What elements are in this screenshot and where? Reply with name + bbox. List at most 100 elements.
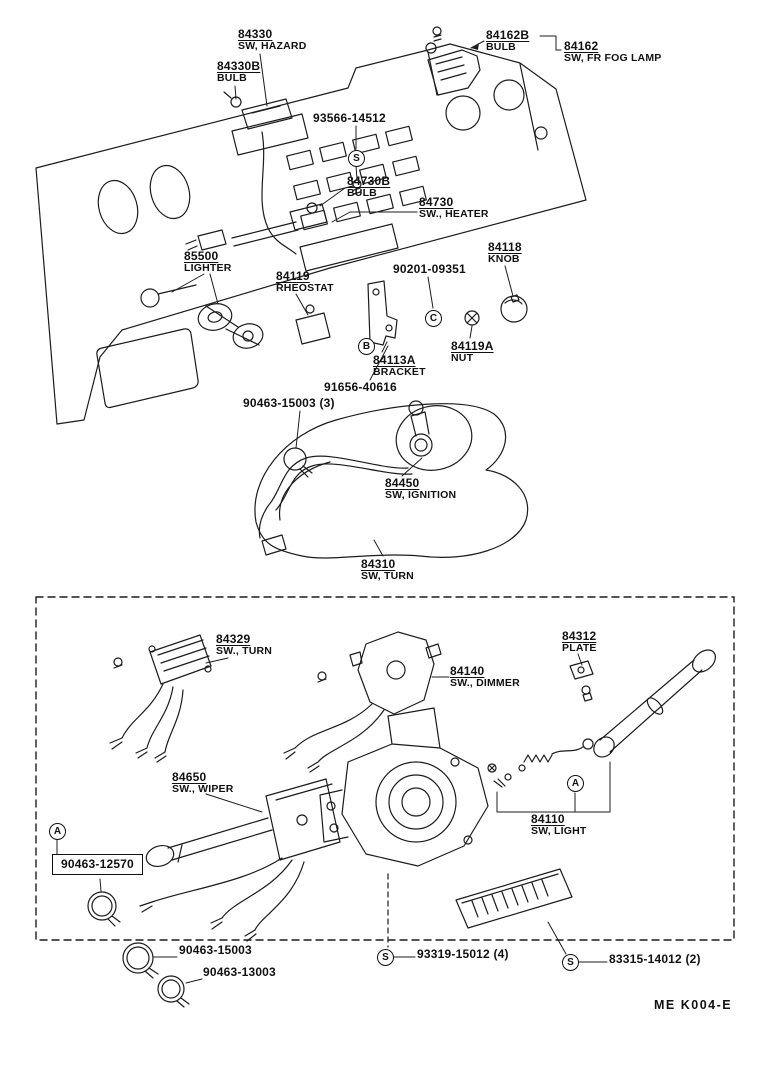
label-84329: 84329 SW., TURN: [216, 633, 272, 657]
label-85500: 85500 LIGHTER: [184, 250, 231, 274]
label-84162: 84162 SW, FR FOG LAMP: [564, 40, 662, 64]
screw-icon: [113, 657, 123, 669]
combination-switch-base-art: [319, 707, 489, 867]
part-name: SW., DIMMER: [450, 677, 520, 689]
part-name: SW, HAZARD: [238, 40, 307, 52]
wiper-switch-art: [139, 778, 341, 942]
label-84330B: 84330B BULB: [217, 60, 260, 84]
label-84140: 84140 SW., DIMMER: [450, 665, 520, 689]
connector-strip-art: [455, 868, 573, 929]
part-name: SW., WIPER: [172, 783, 234, 795]
page-code: ME K004-E: [654, 998, 733, 1012]
label-84730: 84730 SW., HEATER: [419, 196, 489, 220]
label-84162B: 84162B BULB: [486, 29, 529, 53]
part-number: 90463-15003 (3): [243, 396, 335, 410]
label-90463-13003: 90463-13003: [203, 966, 276, 979]
part-number: 83315-14012 (2): [609, 952, 701, 966]
ignition-switch-art: [408, 400, 433, 457]
part-number: 84330B: [217, 59, 261, 73]
part-name: SW, FR FOG LAMP: [564, 52, 662, 64]
part-name: KNOB: [488, 253, 520, 265]
part-number: 85500: [184, 249, 219, 263]
part-number: 84650: [172, 770, 207, 784]
label-90463-15003: 90463-15003: [179, 944, 252, 957]
marker-a-right: A: [567, 775, 584, 792]
marker-b: B: [358, 338, 375, 355]
marker-c: C: [425, 310, 442, 327]
marker-s-bottom-left: S: [377, 949, 394, 966]
part-number: 84730: [419, 195, 454, 209]
group-boundary-box: [35, 596, 735, 941]
knob-art: [500, 294, 528, 323]
rheostat-art: [295, 304, 331, 345]
label-84110: 84110 SW, LIGHT: [531, 813, 586, 837]
label-84650: 84650 SW., WIPER: [172, 771, 234, 795]
part-name: SW, LIGHT: [531, 825, 587, 837]
screw-icon: [352, 179, 362, 195]
part-number: 90463-12570: [61, 857, 134, 871]
part-name: LIGHTER: [184, 262, 232, 274]
label-84118: 84118 KNOB: [488, 241, 522, 265]
part-name: SW., HEATER: [419, 208, 489, 220]
marker-s-bottom-right: S: [562, 954, 579, 971]
part-number: 93319-15012 (4): [417, 947, 509, 961]
clamp-art: [122, 942, 159, 979]
screw-icon: [317, 671, 327, 683]
part-name: SW., TURN: [216, 645, 273, 657]
part-number: 84110: [531, 812, 565, 826]
spring-art: [523, 754, 553, 763]
screw-icon: [432, 26, 442, 42]
part-number: 90463-13003: [203, 965, 276, 979]
label-91656-40616: 91656-40616: [324, 381, 397, 394]
part-name: BRACKET: [373, 366, 426, 378]
harness-wire: [261, 131, 297, 255]
part-number: 84162: [564, 39, 599, 53]
label-90463-15003-3: 90463-15003 (3): [243, 397, 335, 410]
clamp-art: [87, 891, 121, 927]
part-name: NUT: [451, 352, 474, 364]
part-number: 84119: [276, 269, 310, 283]
label-90201-09351: 90201-09351: [393, 263, 466, 276]
part-number: 84113A: [373, 353, 416, 367]
label-84312: 84312 PLATE: [562, 630, 597, 654]
ignition-harness: [258, 447, 413, 539]
label-93319-15012: 93319-15012 (4): [417, 948, 509, 961]
part-number: 84329: [216, 632, 251, 646]
dashboard-panel-art: [35, 43, 587, 425]
label-90463-12570: 90463-12570: [52, 854, 143, 875]
part-number: 84162B: [486, 28, 530, 42]
clamp-art: [157, 975, 190, 1008]
bracket-art: [367, 280, 398, 346]
label-84119: 84119 RHEOSTAT: [276, 270, 334, 294]
part-number: 93566-14512: [313, 111, 386, 125]
heater-cables: [231, 221, 299, 247]
label-84450: 84450 SW, IGNITION: [385, 477, 456, 501]
part-number: 84730B: [347, 174, 391, 188]
heater-switch-art: [289, 202, 328, 231]
label-84310: 84310 SW, TURN: [361, 558, 414, 582]
dimmer-switch-art: [283, 631, 442, 773]
part-name: SW, IGNITION: [385, 489, 457, 501]
plate-art: [569, 660, 594, 702]
label-83315-14012: 83315-14012 (2): [609, 953, 701, 966]
part-number: 91656-40616: [324, 380, 397, 394]
part-name: SW, TURN: [361, 570, 414, 582]
turn-lever-art: [551, 649, 716, 758]
label-84113A: 84113A BRACKET: [373, 354, 426, 378]
turn-switch-art: [109, 634, 212, 763]
leader-lines: [56, 35, 611, 984]
part-number: 90201-09351: [393, 262, 466, 276]
hazard-switch-art: [223, 91, 293, 130]
part-number: 90463-15003: [179, 943, 252, 957]
part-name: PLATE: [562, 642, 597, 654]
part-number: 84119A: [451, 339, 494, 353]
label-84330: 84330 SW, HAZARD: [238, 28, 307, 52]
part-name: BULB: [347, 187, 377, 199]
part-name: BULB: [486, 41, 516, 53]
fog-lamp-switch-art: [425, 42, 481, 96]
lighter-art: [140, 284, 264, 349]
label-84119A: 84119A NUT: [451, 340, 494, 364]
part-number: 84140: [450, 664, 485, 678]
